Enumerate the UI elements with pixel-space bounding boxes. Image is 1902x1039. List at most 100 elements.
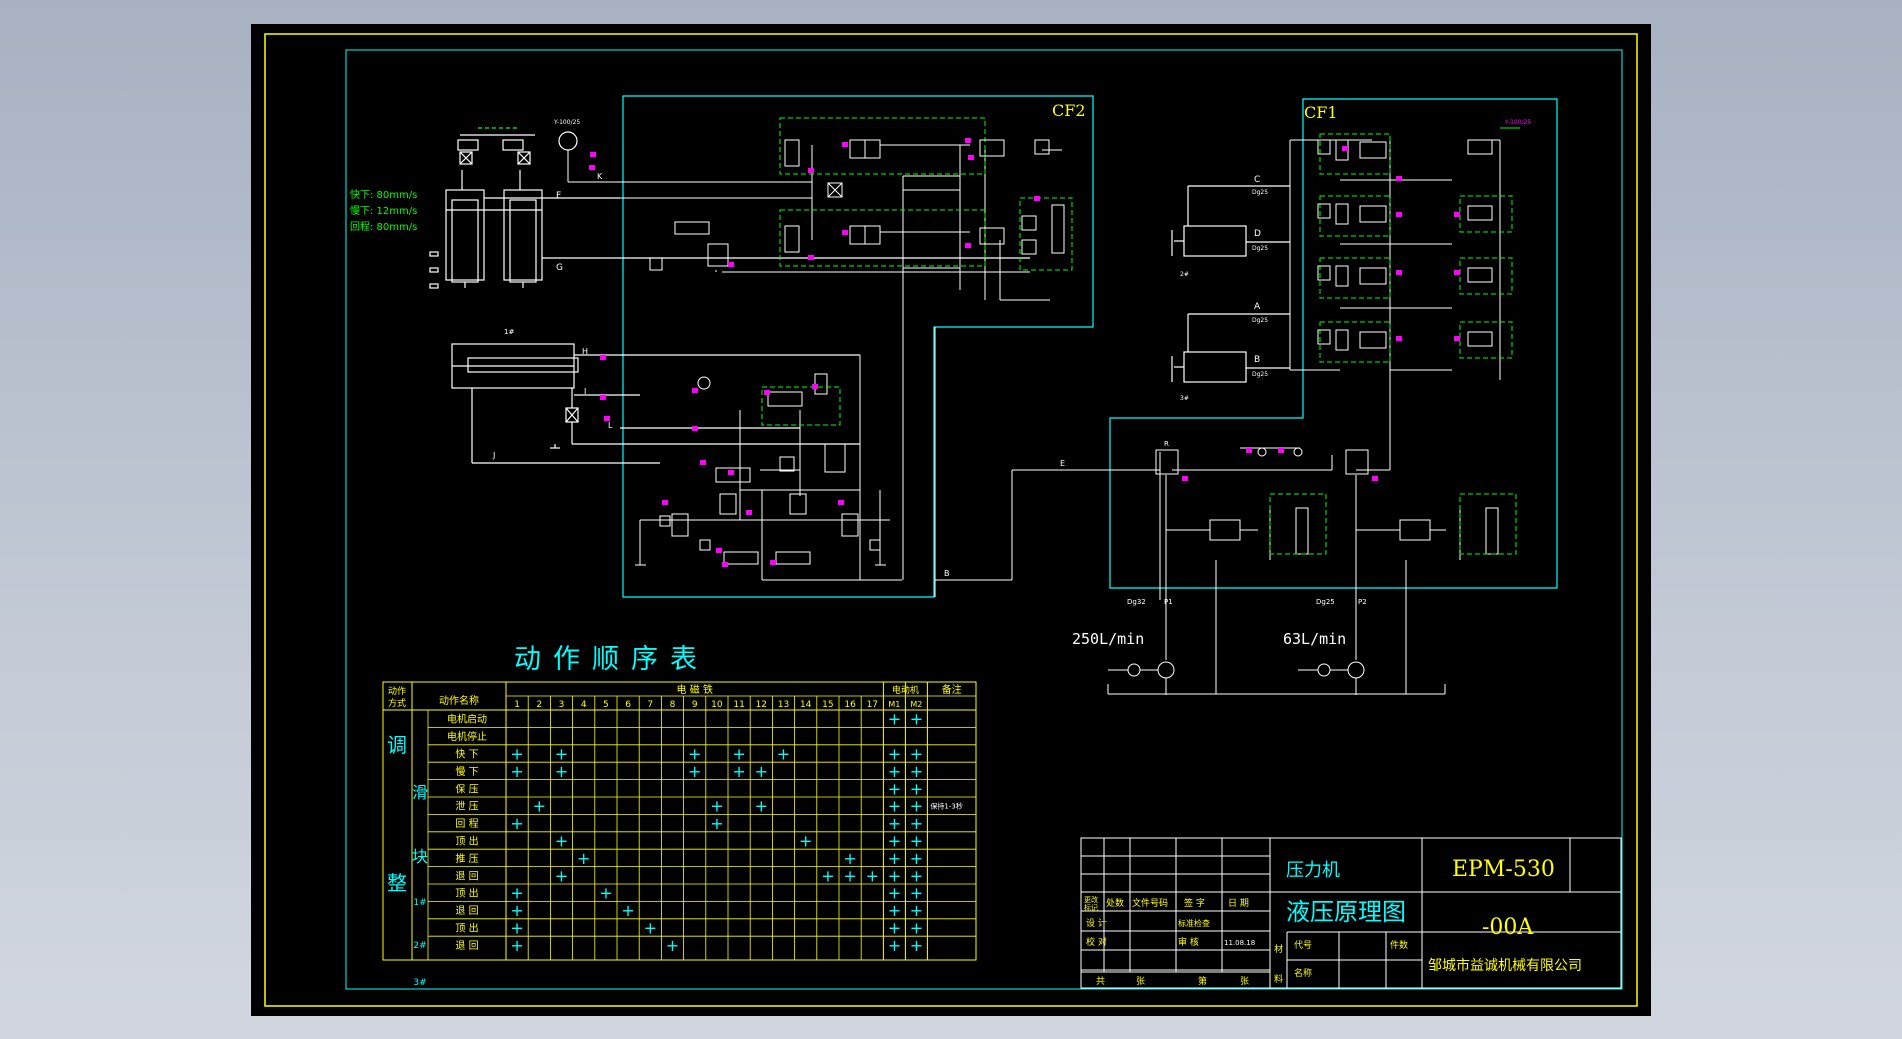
motor-mark: + — [888, 779, 901, 798]
motor-mark: + — [888, 745, 901, 764]
pump-motor-group[interactable] — [1107, 580, 1446, 695]
port-A: A — [1254, 302, 1261, 312]
cf2-valve-group-bottom[interactable] — [779, 209, 986, 267]
code-label: 代号 — [1294, 940, 1312, 951]
solenoid-mark: + — [533, 797, 546, 816]
port-D: D — [1254, 229, 1261, 239]
date-label: 日 期 — [1228, 898, 1249, 909]
cf1-green-group-4[interactable] — [1319, 321, 1391, 363]
solenoid-number: 3 — [559, 700, 565, 710]
solenoid-mark: + — [777, 745, 790, 764]
motor-flow-right: 63L/min — [1283, 630, 1346, 648]
cf1-green-group-1[interactable] — [1319, 133, 1391, 175]
main-press-cylinders[interactable] — [429, 127, 1030, 289]
solenoid-mark: + — [843, 849, 856, 868]
cf2-relief-group[interactable] — [1019, 197, 1073, 271]
row-action-name: 快 下 — [455, 749, 478, 761]
sign-label: 签 字 — [1184, 897, 1205, 909]
cf1-relief-group-right[interactable] — [1459, 493, 1517, 555]
cf1-relief-group-left[interactable] — [1269, 493, 1327, 555]
drawing-sheet — [251, 24, 1651, 1016]
port-L: L — [608, 421, 613, 430]
row-action-name: 推 压 — [455, 852, 478, 865]
solenoid-number: 15 — [822, 700, 833, 710]
cf1-label: CF1 — [1304, 103, 1338, 122]
solenoid-mark: + — [666, 936, 679, 955]
count-label: 处数 — [1106, 897, 1124, 909]
dg25-label-b: Dg25 — [1252, 371, 1268, 378]
solenoid-mark: + — [710, 797, 723, 816]
solenoid-mark: + — [732, 762, 745, 781]
row-action-name: 退 回 — [455, 905, 478, 917]
cf1-pump-control[interactable] — [1155, 447, 1499, 600]
motor-mark: + — [888, 710, 901, 729]
cf1-gauge-1[interactable] — [1257, 447, 1267, 457]
solenoid-mark: + — [510, 901, 523, 920]
cf2-lower-valves[interactable] — [635, 355, 902, 581]
solenoid-mark: + — [710, 814, 723, 833]
motor-mark: + — [910, 832, 923, 851]
review-date: 11.08.18 — [1224, 939, 1255, 947]
header-mode: 方式 — [388, 697, 406, 709]
header-mode: 动作 — [388, 685, 406, 697]
cf1-cylinders[interactable] — [1171, 185, 1290, 383]
pump-p2-label: P2 — [1358, 598, 1367, 606]
solenoid-number: 7 — [647, 700, 653, 710]
port-R: R — [1164, 440, 1169, 448]
mode-label-adjust-2: 整 — [387, 871, 407, 895]
cf2-valve-group-top[interactable] — [779, 117, 986, 175]
cf1-gauge-2[interactable] — [1293, 447, 1303, 457]
solenoid-mark: + — [577, 849, 590, 868]
solenoid-number: 2 — [536, 700, 542, 710]
solenoid-mark: + — [621, 901, 634, 920]
port-I: I — [584, 387, 586, 396]
cf1-green-group-6[interactable] — [1459, 257, 1513, 295]
sub-group-label: 3# — [413, 978, 426, 988]
row-action-name: 保 压 — [455, 782, 478, 795]
review-label: 审 核 — [1178, 936, 1199, 948]
side-cylinder-1[interactable] — [451, 343, 860, 464]
cf2-block-outline — [622, 95, 1094, 598]
dg25-label-c: Dg25 — [1252, 189, 1268, 196]
std-check-label: 标准检查 — [1178, 918, 1210, 928]
table-frame — [382, 681, 977, 961]
cf1-green-group-3[interactable] — [1319, 257, 1391, 299]
header-solenoid-group: 电 磁 铁 — [677, 683, 713, 696]
cf2-valves[interactable] — [649, 139, 1065, 271]
solenoid-number: 5 — [603, 700, 609, 710]
port-F: F — [556, 191, 561, 201]
title-block[interactable]: 压力机液压原理图EPM-530-00A邹城市益诚机械有限公司更改标记处数文件号码… — [1080, 837, 1622, 989]
gauge-cf1-label: Y-100/25 — [1504, 119, 1531, 126]
total-label: 共 — [1096, 976, 1105, 987]
cf2-gauge-lower[interactable] — [697, 376, 711, 390]
cf1-green-group-7[interactable] — [1459, 321, 1513, 359]
solenoid-number: 8 — [670, 700, 676, 710]
weight-label: 件数 — [1390, 939, 1408, 951]
motor-label: M2 — [910, 700, 922, 709]
outer-border — [264, 33, 1638, 1007]
solenoid-mark: + — [555, 745, 568, 764]
cf1-valve-bank[interactable] — [1289, 139, 1501, 470]
solenoid-mark: + — [510, 919, 523, 938]
cf1-green-group-5[interactable] — [1459, 195, 1513, 233]
solenoid-mark: + — [755, 762, 768, 781]
rev-label-1: 更改 — [1084, 895, 1098, 904]
solenoid-number: 10 — [711, 700, 723, 710]
drawing-title: 液压原理图 — [1286, 898, 1406, 926]
solenoid-number: 17 — [867, 700, 878, 710]
motor-mark: + — [888, 849, 901, 868]
solenoid-number: 12 — [756, 700, 767, 710]
cf2-green-subgroup-lower[interactable] — [761, 386, 841, 426]
material-label-1: 材 — [1274, 943, 1283, 955]
name-label: 名称 — [1294, 967, 1312, 979]
cyl-2-label: 2# — [1180, 271, 1189, 278]
sub-group-label: 1# — [413, 898, 426, 908]
solenoid-mark: + — [510, 884, 523, 903]
port-B-lower: B — [944, 569, 950, 578]
cf1-green-group-2[interactable] — [1319, 195, 1391, 237]
row-action-name: 电机停止 — [447, 730, 487, 743]
motor-mark: + — [910, 919, 923, 938]
